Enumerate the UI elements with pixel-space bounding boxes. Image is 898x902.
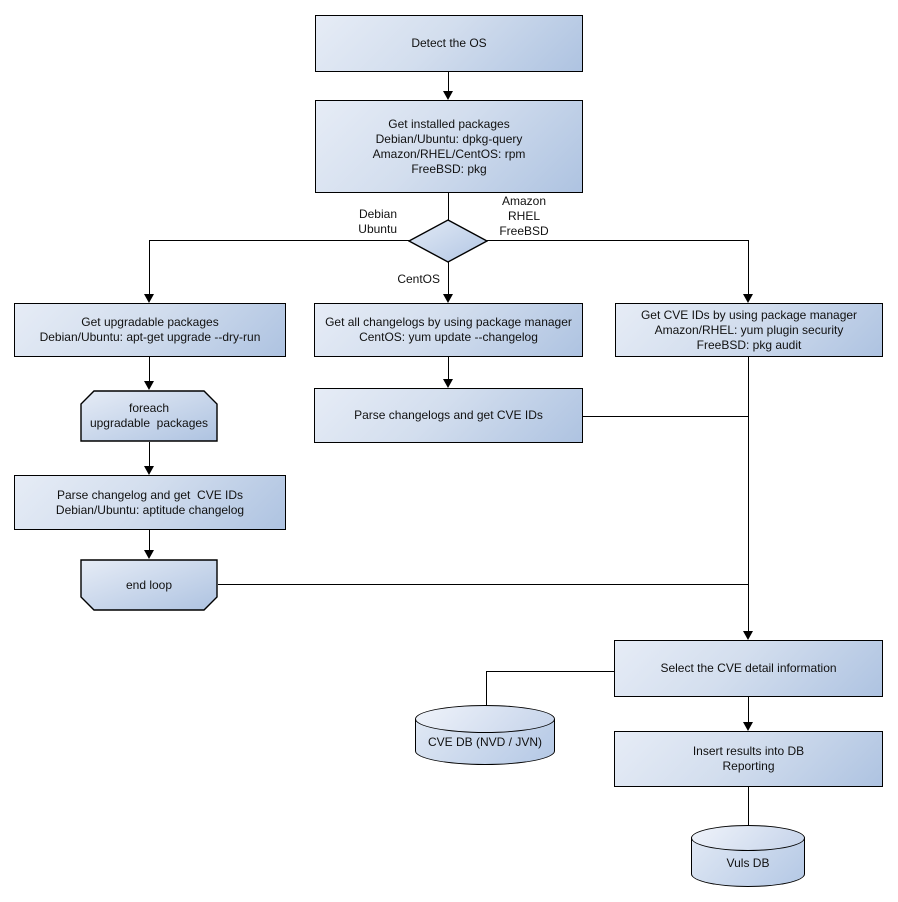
node-select-cve-detail-label: Select the CVE detail information xyxy=(660,661,837,675)
node-get-all-changelogs-label: Get all changelogs by using package mana… xyxy=(325,315,572,344)
node-os-decision-diamond xyxy=(408,219,488,263)
arrowhead-down xyxy=(443,294,453,303)
node-vuls-db-label: Vuls DB xyxy=(726,856,770,870)
node-get-all-changelogs: Get all changelogs by using package mana… xyxy=(314,303,583,357)
edge-parse-to-endloop xyxy=(149,530,151,551)
loop-end-shape xyxy=(80,559,218,611)
edge-parsemid-to-trunk xyxy=(583,416,748,418)
edge-decision-left-h xyxy=(149,240,409,242)
node-cve-db-cylinder: CVE DB (NVD / JVN) xyxy=(415,705,555,765)
node-cve-db-label: CVE DB (NVD / JVN) xyxy=(427,735,542,749)
node-get-cve-ids-label: Get CVE IDs by using package manager Ama… xyxy=(640,307,858,352)
edge-select-to-cvedb-h xyxy=(486,671,614,673)
node-insert-results-label: Insert results into DB Reporting xyxy=(692,744,805,773)
edge-decision-left-v xyxy=(149,240,151,295)
edge-installed-to-decision xyxy=(448,193,450,221)
edge-label-debian-ubuntu: Debian Ubuntu xyxy=(358,207,397,236)
edge-decision-centos-v xyxy=(448,262,450,295)
node-end-loop-label: end loop xyxy=(125,577,173,592)
arrowhead-down xyxy=(743,722,753,731)
node-end-loop: end loop xyxy=(80,559,218,611)
arrowhead-down xyxy=(443,379,453,388)
node-get-installed-packages: Get installed packages Debian/Ubuntu: dp… xyxy=(315,100,583,193)
node-parse-changelog-debian-label: Parse changelog and get CVE IDs Debian/U… xyxy=(55,487,245,517)
edge-insert-to-vulsdb xyxy=(748,787,750,827)
edge-foreach-to-parse xyxy=(149,442,151,467)
edge-label-centos: CentOS xyxy=(397,272,440,286)
arrowhead-down xyxy=(144,381,154,390)
edge-detect-to-installed xyxy=(448,72,450,92)
node-get-installed-packages-label: Get installed packages Debian/Ubuntu: dp… xyxy=(372,116,526,176)
edge-label-amazon-rhel-freebsd: Amazon RHEL FreeBSD xyxy=(499,194,549,238)
arrowhead-down xyxy=(144,466,154,475)
node-detect-os-label: Detect the OS xyxy=(411,36,487,50)
edge-upgradable-to-foreach xyxy=(149,357,151,382)
loop-start-shape xyxy=(80,390,218,442)
node-get-cve-ids: Get CVE IDs by using package manager Ama… xyxy=(615,303,883,357)
arrowhead-down xyxy=(743,631,753,640)
node-get-upgradable-packages: Get upgradable packages Debian/Ubuntu: a… xyxy=(14,303,286,357)
edge-endloop-to-trunk xyxy=(218,584,749,586)
node-foreach-loop: foreach upgradable packages xyxy=(80,390,218,442)
node-parse-changelogs: Parse changelogs and get CVE IDs xyxy=(314,388,583,443)
cylinder-top-ellipse xyxy=(691,825,805,851)
node-select-cve-detail: Select the CVE detail information xyxy=(614,640,883,697)
node-parse-changelogs-label: Parse changelogs and get CVE IDs xyxy=(354,408,543,422)
edge-select-to-cvedb-v xyxy=(486,671,488,706)
node-get-upgradable-packages-label: Get upgradable packages Debian/Ubuntu: a… xyxy=(39,315,261,344)
edge-decision-right-v xyxy=(748,240,750,295)
diamond-shape xyxy=(408,219,488,263)
arrowhead-down xyxy=(443,91,453,100)
edge-changelogs-to-parse xyxy=(448,357,450,380)
edge-select-to-insert xyxy=(748,697,750,723)
node-insert-results: Insert results into DB Reporting xyxy=(614,731,883,787)
edge-decision-right-h xyxy=(487,240,748,242)
arrowhead-down xyxy=(144,550,154,559)
edge-trunk-to-select xyxy=(748,357,750,632)
node-parse-changelog-debian: Parse changelog and get CVE IDs Debian/U… xyxy=(14,475,286,530)
node-detect-os: Detect the OS xyxy=(315,15,583,72)
node-vuls-db-cylinder: Vuls DB xyxy=(691,825,805,887)
arrowhead-down xyxy=(144,294,154,303)
arrowhead-down xyxy=(743,294,753,303)
node-foreach-loop-label: foreach upgradable packages xyxy=(89,401,209,430)
cylinder-top-ellipse xyxy=(415,705,555,733)
